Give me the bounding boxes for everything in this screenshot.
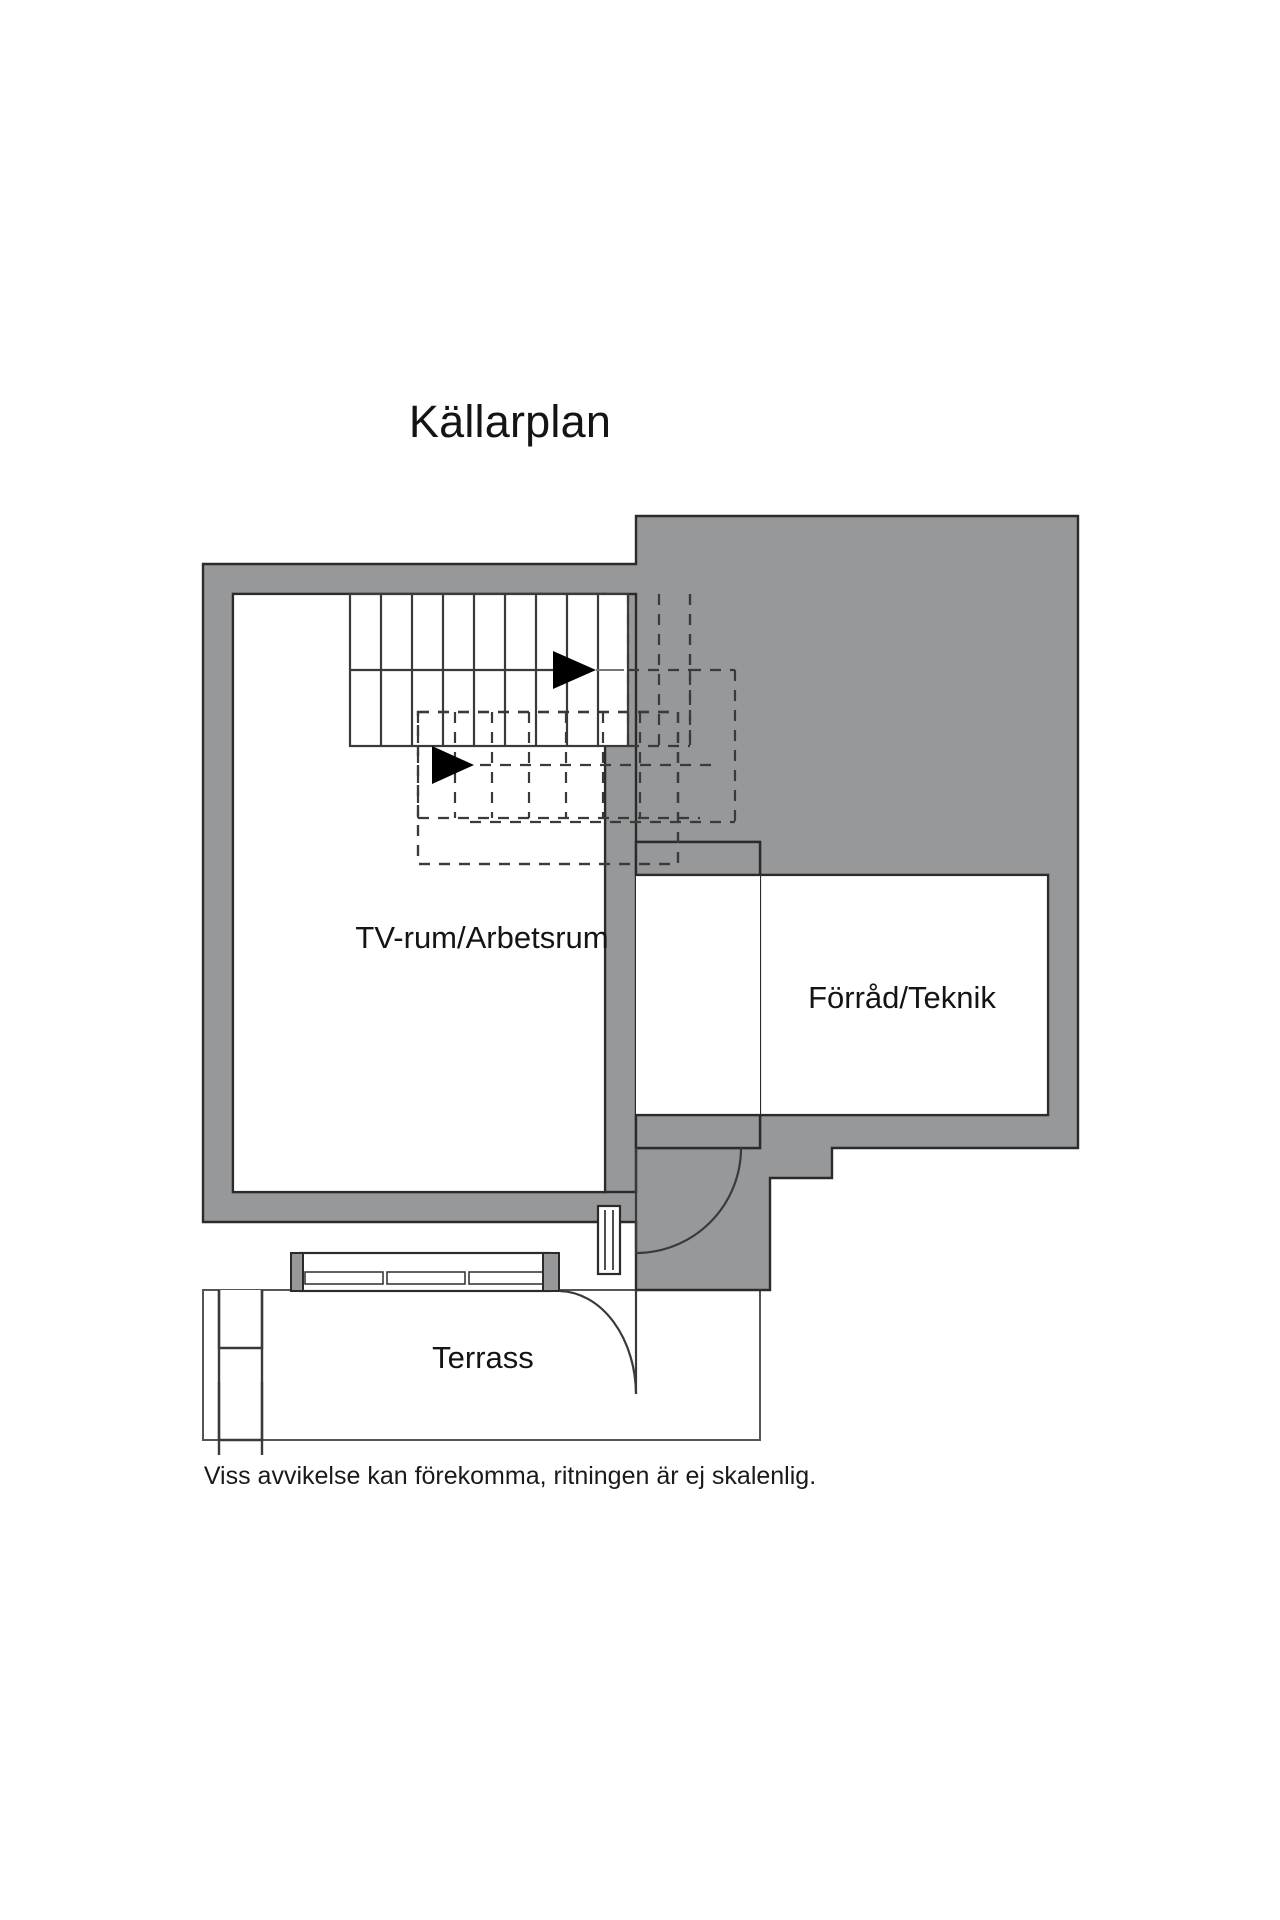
terrass-outline [202, 1289, 761, 1441]
stair-outline-dashed-right [470, 594, 737, 824]
sliding-glass-door [290, 1251, 560, 1293]
forrad-interior [758, 873, 1050, 1117]
room-label-tv-rum: TV-rum/Arbetsrum [355, 920, 608, 955]
room-label-forrad-teknik: Förråd/Teknik [808, 980, 996, 1015]
door-forrad [634, 1147, 743, 1255]
stair-direction-arrow-down [432, 746, 474, 784]
window-east [596, 1204, 622, 1276]
terrace-steps [217, 1290, 264, 1455]
scale-disclaimer: Viss avvikelse kan förekomma, ritningen … [203, 1462, 817, 1490]
staircase-lower-flight [416, 710, 720, 820]
stair-direction-arrow-up [553, 651, 596, 689]
page-title: Källarplan [408, 396, 612, 447]
door-terrass [559, 1289, 638, 1395]
corridor-strip [636, 873, 760, 1117]
staircase-upper [348, 592, 630, 748]
interior-partition-wall [603, 592, 762, 1194]
room-label-terrass: Terrass [432, 1340, 534, 1375]
